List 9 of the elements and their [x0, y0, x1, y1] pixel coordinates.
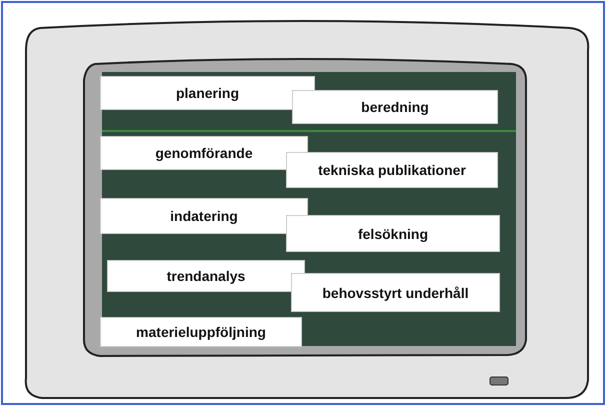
menu-item-box: trendanalys — [107, 260, 305, 292]
menu-item-box: beredning — [292, 90, 498, 124]
menu-item-box: genomförande — [100, 136, 308, 170]
menu-item-box: materieluppföljning — [100, 317, 302, 347]
menu-item-box: planering — [100, 76, 315, 110]
menu-item-box: indatering — [100, 198, 308, 234]
menu-item-box: behovsstyrt underhåll — [291, 273, 500, 312]
menu-item-box: tekniska publikationer — [286, 152, 498, 188]
menu-item-box: felsökning — [286, 215, 500, 252]
